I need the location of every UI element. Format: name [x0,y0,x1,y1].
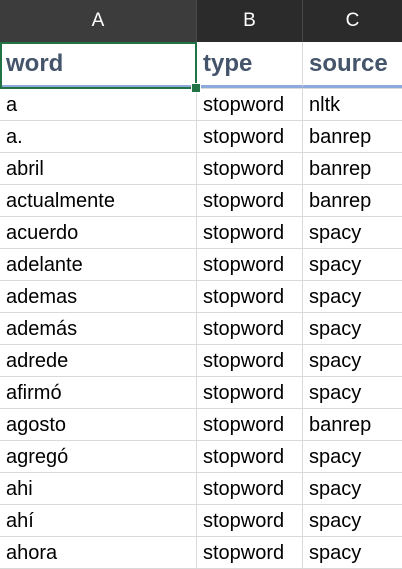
cell-a12[interactable]: agosto [0,409,197,440]
cell-c9[interactable]: spacy [309,318,362,340]
cell-a4[interactable]: abril [0,153,197,184]
cell-c3[interactable]: banrep [309,126,372,148]
cell-b4[interactable]: stopword [197,153,303,184]
cell-a16[interactable]: ahora [0,537,197,568]
cell-c1[interactable]: source [303,42,402,88]
cell-b8[interactable]: stopword [197,281,303,312]
cell-a8[interactable]: ademas [0,281,197,312]
cell-b6[interactable]: stopword [197,217,303,248]
cell-a13[interactable]: agregó [0,441,197,472]
cell-b12[interactable]: stopword [197,409,303,440]
cell-a2[interactable]: a [0,89,197,120]
cell-b3[interactable]: stopword [197,121,303,152]
fill-handle[interactable] [191,83,201,93]
cell-a10[interactable]: adrede [0,345,197,376]
column-header-c[interactable]: C [345,10,360,31]
cell-b10[interactable]: stopword [197,345,303,376]
cell-c7[interactable]: spacy [309,254,362,276]
cell-a6[interactable]: acuerdo [0,217,197,248]
cell-c14[interactable]: spacy [309,478,362,500]
cell-c4[interactable]: banrep [309,158,372,180]
cell-b16[interactable]: stopword [197,537,303,568]
cell-a14[interactable]: ahi [0,473,197,504]
cell-c6[interactable]: spacy [309,222,362,244]
column-header-row: A B C [0,0,402,42]
cell-c8[interactable]: spacy [309,286,362,308]
column-header-a[interactable]: A [0,0,197,42]
column-header-b[interactable]: B [197,0,303,42]
cell-b14[interactable]: stopword [197,473,303,504]
cell-c11[interactable]: spacy [309,382,362,404]
cell-a7[interactable]: adelante [0,249,197,280]
cell-a9[interactable]: además [0,313,197,344]
cell-b7[interactable]: stopword [197,249,303,280]
cell-c2[interactable]: nltk [309,94,341,116]
cell-c10[interactable]: spacy [309,350,362,372]
cell-c16[interactable]: spacy [309,542,362,564]
table-row: a.stopword banrep [0,121,402,153]
cell-a11[interactable]: afirmó [0,377,197,408]
cell-b9[interactable]: stopword [197,313,303,344]
cell-c15[interactable]: spacy [309,510,362,532]
cell-c13[interactable]: spacy [309,446,362,468]
cell-b1[interactable]: type [197,42,303,88]
cell-c5[interactable]: banrep [309,190,372,212]
cell-a5[interactable]: actualmente [0,185,197,216]
cell-b5[interactable]: stopword [197,185,303,216]
header-row: word type source [0,42,402,89]
cell-a3[interactable]: a. [0,121,197,152]
cell-b15[interactable]: stopword [197,505,303,536]
cell-c12[interactable]: banrep [309,414,372,436]
cell-b11[interactable]: stopword [197,377,303,408]
cell-b2[interactable]: stopword [197,89,303,120]
cell-b13[interactable]: stopword [197,441,303,472]
cell-a15[interactable]: ahí [0,505,197,536]
cell-a1[interactable]: word [0,42,197,88]
